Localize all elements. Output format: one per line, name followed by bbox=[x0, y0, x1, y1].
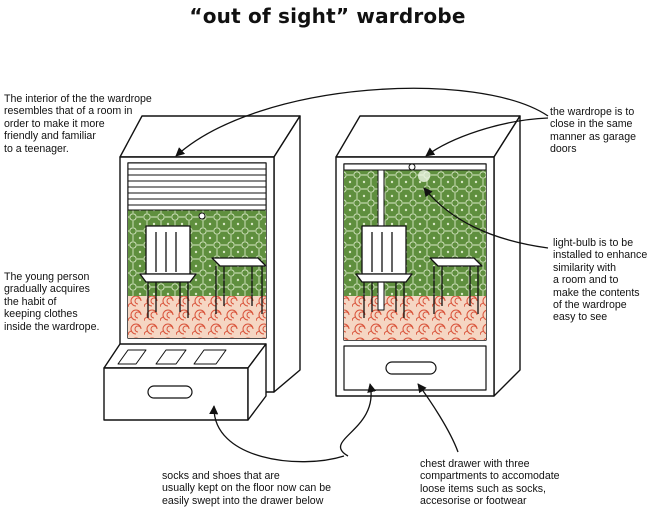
note-habit: The young person gradually acquires the … bbox=[4, 271, 100, 333]
note-light-bulb: light-bulb is to be installed to enhance… bbox=[553, 237, 648, 324]
arrow-garage-to-right bbox=[425, 117, 549, 157]
note-interior: The interior of the the wardrope resembl… bbox=[4, 93, 152, 155]
left-table bbox=[211, 257, 267, 314]
right-table bbox=[429, 257, 483, 314]
right-wardrobe-top bbox=[335, 115, 521, 158]
right-light-bulb bbox=[408, 163, 416, 171]
left-drawer-handle bbox=[147, 385, 193, 399]
left-wardrobe bbox=[103, 115, 301, 421]
annotation-arrows bbox=[175, 87, 549, 463]
arrow-shoes-to-right-drawer bbox=[339, 383, 377, 457]
note-chest-drawer: chest drawer with three compartments to … bbox=[420, 458, 560, 508]
right-wardrobe-side bbox=[493, 115, 521, 397]
right-chair bbox=[355, 225, 413, 318]
arrow-drawer bbox=[417, 383, 459, 453]
left-chair bbox=[139, 225, 197, 318]
left-light-bulb bbox=[198, 212, 206, 220]
note-garage-doors: the wardrope is to close in the same man… bbox=[550, 106, 636, 156]
right-rug bbox=[344, 296, 486, 340]
left-wardrobe-side bbox=[273, 115, 301, 393]
right-drawer-handle bbox=[385, 361, 437, 375]
left-drawer bbox=[103, 343, 267, 421]
left-rug bbox=[128, 296, 266, 338]
arrow-bulb bbox=[423, 187, 549, 249]
arrow-garage-to-left bbox=[175, 87, 549, 157]
right-wardrobe bbox=[335, 115, 521, 397]
note-socks-shoes: socks and shoes that are usually kept on… bbox=[162, 470, 332, 507]
arrow-shoes-to-left-drawer bbox=[209, 405, 345, 463]
diagram-title: “out of sight” wardrobe bbox=[189, 4, 466, 28]
left-shutter bbox=[127, 162, 267, 211]
